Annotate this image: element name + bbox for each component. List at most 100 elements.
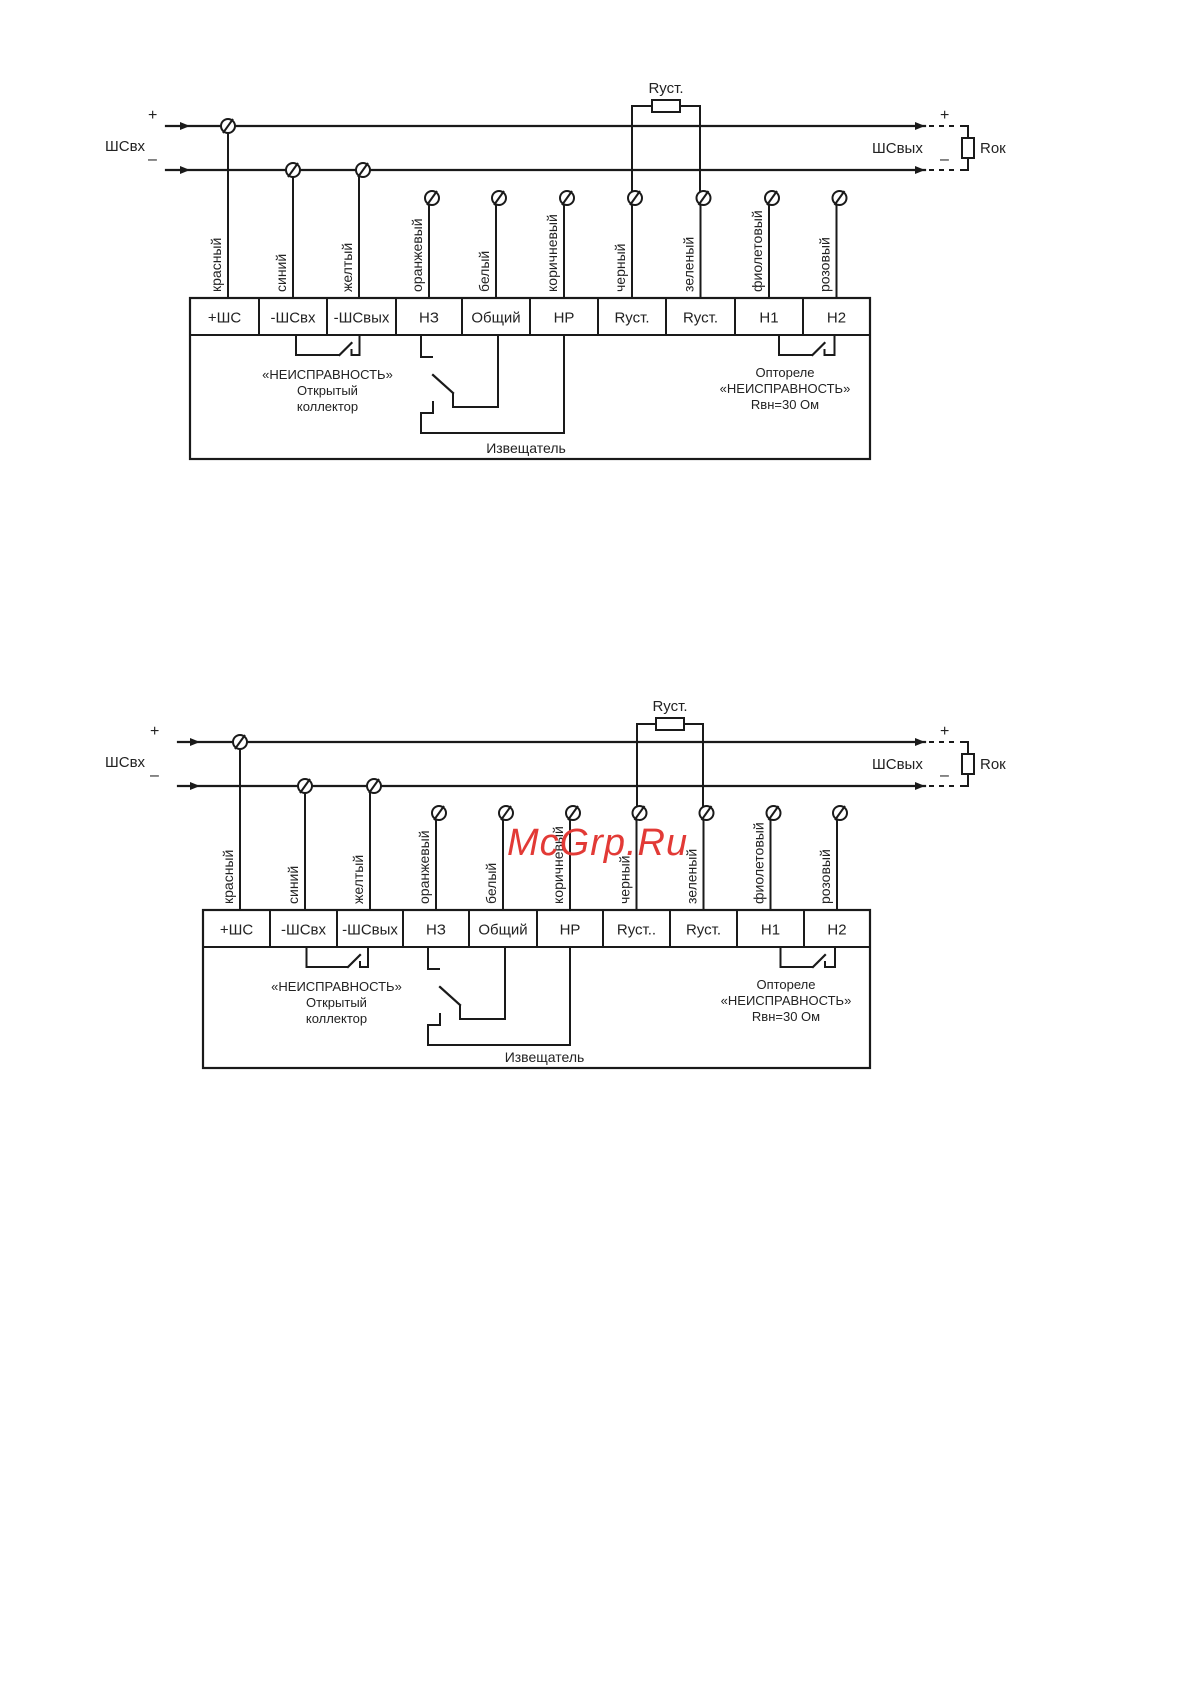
fault-switch-blade <box>346 953 362 969</box>
optorelay-blade <box>810 341 827 357</box>
terminal-label: Rуст. <box>686 922 721 939</box>
terminal-screw-icon <box>220 118 236 134</box>
out-minus-sign: – <box>940 151 949 168</box>
wire-label: оранжевый <box>409 218 425 292</box>
terminal-screw-icon <box>698 805 715 821</box>
terminal-label: Н2 <box>827 922 846 939</box>
nr-contact-wire <box>420 335 565 434</box>
wire-label: белый <box>476 251 492 292</box>
wire-label: розовый <box>817 849 833 904</box>
wire-label: оранжевый <box>416 830 432 904</box>
loop-in-label: ШСвх <box>105 138 146 155</box>
loop-in-label: ШСвх <box>105 754 146 771</box>
terminal-screw-icon <box>764 190 780 206</box>
terminal-label: Rуст. <box>683 310 718 327</box>
nz-contact-wire <box>427 947 440 970</box>
terminal-label: Rуст.. <box>617 922 656 939</box>
wire-label: фиолетовый <box>749 210 765 292</box>
arrow-icon <box>180 166 190 174</box>
optorelay-fault-label: «НЕИСПРАВНОСТЬ» <box>721 993 852 1008</box>
terminal-label: Н2 <box>827 310 846 327</box>
terminal-label: Общий <box>478 922 527 939</box>
open-collector-label-1: Открытый <box>297 383 358 398</box>
terminal-screw-icon <box>285 162 301 178</box>
wire-label: фиолетовый <box>751 822 767 904</box>
terminal-screw-icon <box>565 805 581 821</box>
terminal-screw-icon <box>695 190 712 206</box>
wire-label: синий <box>273 254 289 292</box>
arrow-icon <box>190 782 200 790</box>
wire-label: желтый <box>350 855 366 904</box>
wire-label: черный <box>612 244 628 292</box>
watermark: McGrp.Ru <box>507 822 689 864</box>
out-minus-sign: – <box>940 767 949 784</box>
terminal-screw-icon <box>491 190 507 206</box>
terminal-screw-icon <box>355 162 371 178</box>
optorelay-wire-b <box>824 947 836 968</box>
terminal-screw-icon <box>559 190 575 206</box>
common-contact-wire <box>459 947 506 1020</box>
rset-resistor-icon <box>651 99 681 113</box>
terminal-label: Н1 <box>759 310 778 327</box>
wire-label: зеленый <box>684 849 700 904</box>
arrow-icon <box>190 738 200 746</box>
r-end-label: Rок <box>980 756 1006 773</box>
terminal-screw-icon <box>765 805 782 821</box>
rset-label: Rуст. <box>648 80 683 97</box>
wire-label: черный <box>617 856 633 904</box>
out-plus-sign: + <box>940 107 949 124</box>
optorelay-wire-a <box>778 335 813 356</box>
terminal-label: -ШСвых <box>342 922 398 939</box>
nr-contact-wire <box>427 947 571 1046</box>
fault-switch-blade <box>337 341 354 357</box>
detector-label: Извещатель <box>505 1049 585 1065</box>
wire-label: красный <box>220 850 236 904</box>
optorelay-blade <box>811 953 827 969</box>
terminal-label: Н1 <box>761 922 780 939</box>
terminal-label: НР <box>554 310 575 327</box>
terminal-label: +ШС <box>208 310 242 327</box>
fault-label: «НЕИСПРАВНОСТЬ» <box>262 367 393 382</box>
wire-label: желтый <box>339 243 355 292</box>
terminal-label: НЗ <box>419 310 439 327</box>
out-plus-sign: + <box>940 723 949 740</box>
wire-label: коричневый <box>544 214 560 292</box>
fault-switch-wire-a <box>305 947 348 968</box>
open-collector-label-2: коллектор <box>297 399 358 414</box>
wire-label: розовый <box>817 237 833 292</box>
wire-label: белый <box>483 863 499 904</box>
r-end-label: Rок <box>980 140 1006 157</box>
rset-wire <box>631 105 701 198</box>
terminal-label: Rуст. <box>614 310 649 327</box>
fault-switch-wire-b <box>359 947 369 968</box>
terminal-label: -ШСвх <box>270 310 316 327</box>
open-collector-label-2: коллектор <box>306 1011 367 1026</box>
terminal-screw-icon <box>831 190 848 206</box>
terminal-screw-icon <box>232 734 248 750</box>
optorelay-label: Оптореле <box>755 365 814 380</box>
optorelay-fault-label: «НЕИСПРАВНОСТЬ» <box>720 381 851 396</box>
fault-switch-wire-a <box>295 335 340 356</box>
terminal-label: -ШСвых <box>334 310 390 327</box>
terminal-screw-icon <box>366 778 382 794</box>
rvn-label: Rвн=30 Ом <box>752 1009 820 1024</box>
arrow-icon <box>915 738 925 746</box>
terminal-label: НР <box>560 922 581 939</box>
minus-sign: – <box>150 767 159 784</box>
relay-blade <box>431 373 455 395</box>
nz-contact-wire <box>420 335 433 358</box>
fault-switch-wire-b <box>350 335 361 356</box>
optorelay-label: Оптореле <box>756 977 815 992</box>
rset-wire <box>636 723 704 813</box>
terminal-label: НЗ <box>426 922 446 939</box>
loop-out-label: ШСвых <box>872 756 923 773</box>
terminal-screw-icon <box>424 190 440 206</box>
fault-label: «НЕИСПРАВНОСТЬ» <box>271 979 402 994</box>
common-contact-wire <box>452 335 499 408</box>
arrow-icon <box>180 122 190 130</box>
arrow-icon <box>915 782 925 790</box>
terminal-screw-icon <box>431 805 447 821</box>
